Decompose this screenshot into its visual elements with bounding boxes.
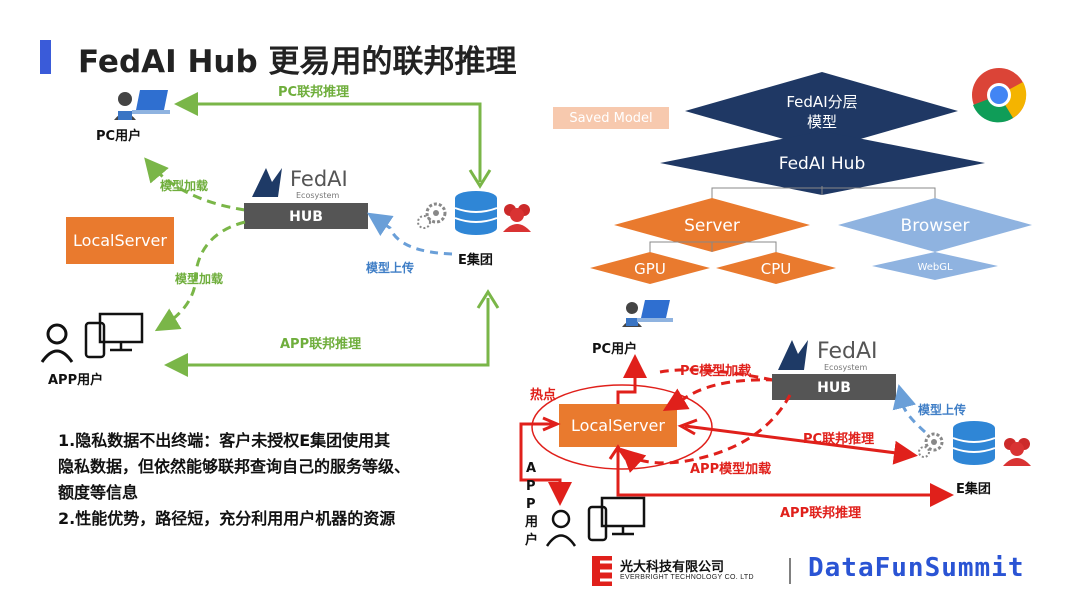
left-database-icon bbox=[454, 191, 498, 235]
right-model-upload-label: 模型上传 bbox=[918, 402, 966, 417]
svg-text:Ecosystem: Ecosystem bbox=[296, 191, 339, 200]
left-gear-icon bbox=[417, 202, 447, 229]
right-to-app-user-arrow bbox=[519, 422, 572, 506]
right-app-model-load-arrow bbox=[620, 394, 792, 474]
right-to-app-user-head bbox=[542, 416, 561, 432]
right-app-user-letter-3: P bbox=[526, 497, 536, 512]
left-model-load-label-2: 模型加载 bbox=[175, 271, 223, 286]
svg-text:HUB: HUB bbox=[817, 380, 851, 396]
left-localserver-box bbox=[66, 217, 174, 264]
right-group-icon bbox=[1003, 438, 1031, 466]
note-line-3: 额度等信息 bbox=[58, 483, 139, 502]
right-database-icon bbox=[952, 421, 996, 465]
pc-user-icon bbox=[114, 90, 170, 120]
pyramid-webgl-label: WebGL bbox=[917, 262, 953, 273]
right-pc-link-head bbox=[677, 418, 698, 436]
left-app-link-label: APP联邦推理 bbox=[280, 336, 361, 352]
svg-text:FedAI: FedAI bbox=[290, 167, 348, 191]
right-localserver-box bbox=[559, 404, 677, 447]
pyramid-server-label: Server bbox=[684, 216, 740, 236]
pyramid-webgl bbox=[872, 252, 998, 280]
right-localserver-label: LocalServer bbox=[571, 416, 665, 435]
page-title: FedAI Hub 更易用的联邦推理 bbox=[78, 44, 517, 80]
right-pc-model-load-arrow bbox=[662, 378, 776, 412]
footer-company-cn: 光大科技有限公司 bbox=[620, 560, 725, 575]
left-localserver-label: LocalServer bbox=[73, 231, 167, 250]
right-pc-link-label: PC联邦推理 bbox=[803, 431, 874, 447]
footer-company-en: EVERBRIGHT TECHNOLOGY CO. LTD bbox=[620, 574, 754, 581]
right-app-link-arrow bbox=[616, 447, 954, 507]
right-to-pc-arrow bbox=[616, 354, 647, 404]
right-egroup-label: E集团 bbox=[956, 481, 991, 497]
left-model-upload-arrow bbox=[367, 212, 453, 256]
left-hub-logo: FedAI Ecosystem HUB bbox=[244, 167, 368, 229]
left-group-icon bbox=[503, 204, 531, 232]
right-pc-user-icon bbox=[622, 300, 673, 327]
pyramid-top-line2: 模型 bbox=[807, 113, 837, 131]
hotspot-label: 热点 bbox=[530, 387, 556, 403]
chrome-icon bbox=[972, 68, 1027, 123]
left-pc-link-head bbox=[468, 169, 492, 189]
pyramid-browser bbox=[838, 198, 1032, 252]
left-app-link-arrow bbox=[164, 298, 490, 377]
right-app-link-head bbox=[608, 444, 628, 460]
pyramid-hub bbox=[660, 131, 985, 195]
left-pc-link-arrow bbox=[174, 92, 482, 182]
pyramid-browser-label: Browser bbox=[901, 216, 970, 236]
left-app-user-label: APP用户 bbox=[48, 372, 103, 388]
pyramid-server bbox=[614, 198, 810, 252]
right-pc-user-label: PC用户 bbox=[592, 341, 637, 357]
right-app-model-load-label: APP模型加载 bbox=[690, 461, 771, 477]
saved-model-box bbox=[553, 107, 669, 129]
note-line-2: 隐私数据，但依然能够联邦查询自己的服务等级、 bbox=[58, 457, 411, 476]
pyramid-hub-label: FedAI Hub bbox=[779, 154, 866, 174]
right-app-user-letter-5: 户 bbox=[525, 532, 538, 548]
svg-text:HUB: HUB bbox=[289, 209, 323, 225]
pyramid-gpu bbox=[590, 252, 710, 284]
pyramid-top-line1: FedAI分层 bbox=[786, 93, 857, 111]
right-gear-icon bbox=[918, 432, 944, 458]
left-app-user-icon bbox=[40, 312, 144, 363]
notes-block: 1.隐私数据不出终端：客户未授权E集团使用其 隐私数据，但依然能够联邦查询自己的… bbox=[58, 428, 498, 532]
footer-summit-logo: DataFunSummit bbox=[808, 553, 1025, 583]
note-line-1: 1.隐私数据不出终端：客户未授权E集团使用其 bbox=[58, 431, 391, 450]
pyramid-connector-1 bbox=[711, 186, 936, 200]
right-app-link-label: APP联邦推理 bbox=[780, 505, 861, 521]
everbright-logo-icon bbox=[592, 556, 612, 586]
left-app-link-head bbox=[476, 289, 500, 309]
pyramid-gpu-label: GPU bbox=[634, 260, 666, 278]
pyramid-cpu bbox=[716, 252, 836, 284]
left-pc-user-label: PC用户 bbox=[96, 128, 141, 144]
right-pc-link-arrow bbox=[684, 424, 918, 465]
right-app-user-icon bbox=[545, 496, 646, 547]
pyramid-top bbox=[685, 72, 958, 150]
saved-model-label: Saved Model bbox=[569, 111, 652, 126]
pyramid-cpu-label: CPU bbox=[761, 260, 792, 278]
left-model-upload-label: 模型上传 bbox=[366, 260, 414, 275]
right-pc-model-load-arrow-2 bbox=[659, 368, 774, 382]
note-line-4: 2.性能优势，路径短，充分利用用户机器的资源 bbox=[58, 509, 396, 528]
right-app-user-letter-2: P bbox=[526, 479, 536, 494]
title-accent-bar bbox=[40, 40, 51, 74]
svg-text:FedAI: FedAI bbox=[817, 339, 878, 364]
right-hub-logo: FedAI Ecosystem HUB bbox=[772, 339, 896, 400]
right-app-user-letter-4: 用 bbox=[524, 515, 538, 530]
right-app-user-letter-1: A bbox=[526, 461, 536, 476]
left-egroup-label: E集团 bbox=[458, 252, 493, 268]
right-pc-model-load-label: PC模型加载 bbox=[680, 363, 751, 379]
right-model-upload-arrow bbox=[892, 384, 926, 434]
left-pc-link-label: PC联邦推理 bbox=[278, 84, 349, 100]
left-model-load-arrow-2 bbox=[154, 220, 246, 332]
svg-text:Ecosystem: Ecosystem bbox=[824, 363, 867, 372]
left-model-load-label-1: 模型加载 bbox=[160, 178, 208, 193]
